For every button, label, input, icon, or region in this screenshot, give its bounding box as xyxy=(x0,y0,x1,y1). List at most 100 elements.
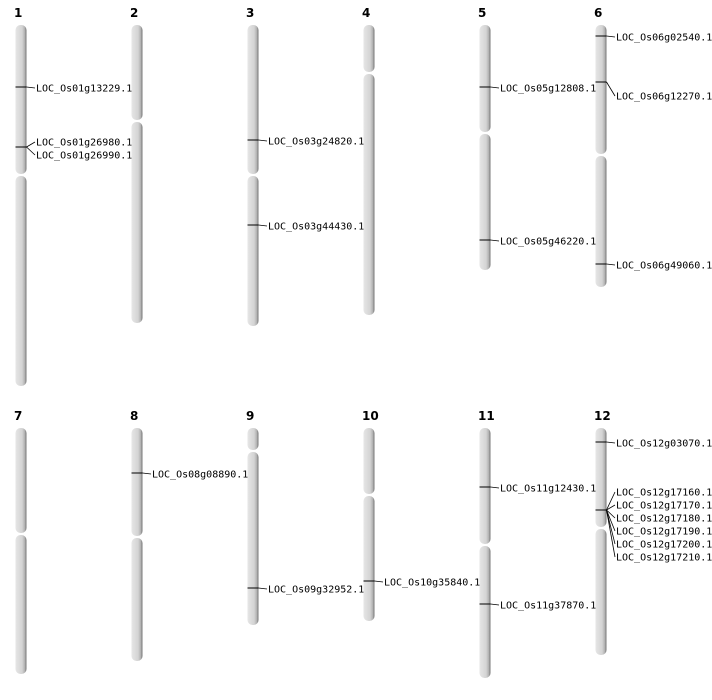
chromosome-arm-long xyxy=(131,538,143,661)
marker-connector xyxy=(490,603,500,606)
chromosome-arm-short xyxy=(479,25,491,132)
marker-label: LOC_Os10g35840.1 xyxy=(384,578,480,589)
marker: LOC_Os12g17210.1 xyxy=(595,509,712,564)
marker-connector xyxy=(374,580,384,583)
marker-label: LOC_Os12g17190.1 xyxy=(616,527,712,538)
marker-label: LOC_Os12g17200.1 xyxy=(616,540,712,551)
marker-connector xyxy=(490,486,500,489)
chromosome-arm-short xyxy=(595,428,607,527)
chromosome-arm-short xyxy=(595,25,607,154)
marker: LOC_Os12g03070.1 xyxy=(595,439,712,450)
marker-label: LOC_Os08g08890.1 xyxy=(152,470,248,481)
chromosome-arm-long xyxy=(363,74,375,315)
marker-label: LOC_Os03g24820.1 xyxy=(268,137,364,148)
marker: LOC_Os12g17170.1 xyxy=(595,501,712,512)
marker: LOC_Os06g02540.1 xyxy=(595,33,712,44)
marker: LOC_Os01g13229.1 xyxy=(15,84,132,95)
marker-connector xyxy=(606,441,616,444)
marker-label: LOC_Os03g44430.1 xyxy=(268,222,364,233)
marker-connector xyxy=(142,472,152,475)
marker-label: LOC_Os12g03070.1 xyxy=(616,439,712,450)
marker-label: LOC_Os09g32952.1 xyxy=(268,585,364,596)
chromosome-arm-short xyxy=(363,25,375,72)
marker: LOC_Os06g12270.1 xyxy=(595,81,712,103)
chromosome-arm-short xyxy=(131,25,143,120)
marker-label: LOC_Os06g12270.1 xyxy=(616,92,712,103)
marker-connector xyxy=(258,224,268,227)
marker: LOC_Os05g12808.1 xyxy=(479,84,596,95)
chromosome-2: 2 xyxy=(130,6,143,323)
marker-label: LOC_Os01g26980.1 xyxy=(36,138,132,149)
chromosome-number: 8 xyxy=(130,409,138,423)
marker-label: LOC_Os12g17210.1 xyxy=(616,553,712,564)
chromosome-arm-long xyxy=(363,496,375,621)
chromosome-number: 1 xyxy=(14,6,22,20)
marker-connector xyxy=(606,504,616,511)
marker: LOC_Os09g32952.1 xyxy=(247,585,364,596)
chromosome-number: 10 xyxy=(362,409,379,423)
marker: LOC_Os08g08890.1 xyxy=(131,470,248,481)
marker: LOC_Os11g12430.1 xyxy=(479,484,596,495)
chromosome-arm-short xyxy=(131,428,143,536)
chromosome-arm-long xyxy=(595,156,607,287)
marker-label: LOC_Os11g12430.1 xyxy=(500,484,596,495)
chromosome-arm-long xyxy=(15,176,27,386)
marker-label: LOC_Os01g13229.1 xyxy=(36,84,132,95)
marker: LOC_Os12g17180.1 xyxy=(595,509,712,525)
chromosome-number: 6 xyxy=(594,6,602,20)
marker-label: LOC_Os06g49060.1 xyxy=(616,261,712,272)
marker-connector xyxy=(606,509,616,519)
marker-label: LOC_Os12g17180.1 xyxy=(616,514,712,525)
chromosome-arm-short xyxy=(363,428,375,494)
marker-label: LOC_Os12g17160.1 xyxy=(616,488,712,499)
marker-label: LOC_Os01g26990.1 xyxy=(36,151,132,162)
chromosome-number: 4 xyxy=(362,6,370,20)
chromosome-number: 2 xyxy=(130,6,138,20)
chromosome-arm-long xyxy=(15,535,27,674)
marker-connector xyxy=(26,146,36,156)
marker: LOC_Os03g44430.1 xyxy=(247,222,364,233)
marker-connector xyxy=(258,587,268,590)
marker-connector xyxy=(606,491,616,511)
marker-connector xyxy=(26,86,36,89)
marker: LOC_Os01g26980.1 xyxy=(15,138,132,149)
chromosome-arm-long xyxy=(595,529,607,655)
marker-label: LOC_Os06g02540.1 xyxy=(616,33,712,44)
marker: LOC_Os01g26990.1 xyxy=(15,146,132,162)
marker: LOC_Os03g24820.1 xyxy=(247,137,364,148)
chromosome-arm-short xyxy=(15,428,27,533)
chromosome-number: 7 xyxy=(14,409,22,423)
chromosome-arm-short xyxy=(479,428,491,544)
chromosome-number: 11 xyxy=(478,409,495,423)
chromosome-arm-long xyxy=(479,134,491,270)
marker-connector xyxy=(606,263,616,266)
chromosome-6: 6LOC_Os06g02540.1LOC_Os06g12270.1LOC_Os0… xyxy=(594,6,712,287)
marker-label: LOC_Os05g46220.1 xyxy=(500,237,596,248)
marker-label: LOC_Os05g12808.1 xyxy=(500,84,596,95)
marker: LOC_Os11g37870.1 xyxy=(479,601,596,612)
chromosome-arm-long xyxy=(247,452,259,625)
chromosome-number: 9 xyxy=(246,409,254,423)
chromosome-4: 4 xyxy=(362,6,375,315)
marker: LOC_Os05g46220.1 xyxy=(479,237,596,248)
chromosome-arm-short xyxy=(15,25,27,174)
marker-label: LOC_Os12g17170.1 xyxy=(616,501,712,512)
chromosome-number: 12 xyxy=(594,409,611,423)
marker: LOC_Os10g35840.1 xyxy=(363,578,480,589)
chromosome-number: 5 xyxy=(478,6,486,20)
chromosome-arm-short xyxy=(247,428,259,450)
chromosome-12: 12LOC_Os12g03070.1LOC_Os12g17160.1LOC_Os… xyxy=(594,409,712,655)
marker-connector xyxy=(258,139,268,142)
marker-connector xyxy=(606,509,616,532)
chromosome-7: 7 xyxy=(14,409,27,674)
chromosome-1: 1LOC_Os01g13229.1LOC_Os01g26980.1LOC_Os0… xyxy=(14,6,132,386)
chromosome-arm-short xyxy=(247,25,259,174)
marker-connector xyxy=(606,509,616,558)
marker-connector xyxy=(606,35,616,38)
